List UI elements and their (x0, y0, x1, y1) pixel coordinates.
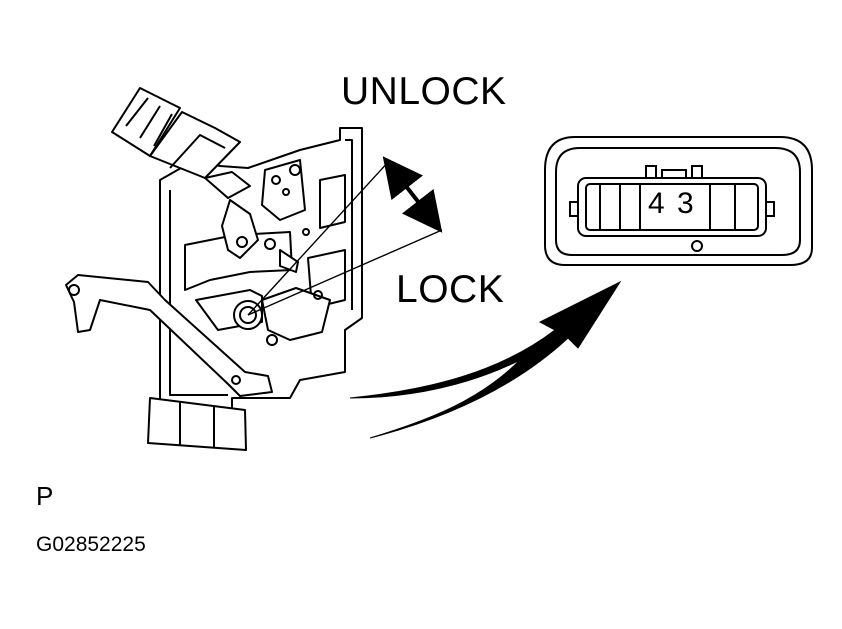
electrical-connector (111, 87, 251, 199)
curved-arrow-icon (349, 280, 622, 439)
lock-housing (159, 127, 363, 411)
double-headed-arrow-icon (382, 156, 443, 233)
connector-outer-shell (544, 136, 813, 266)
lock-lever (221, 159, 310, 273)
connector-pin-numbers: 4 3 (648, 187, 696, 220)
door-lock-assembly (65, 87, 363, 451)
lock-label: LOCK (396, 268, 505, 311)
position-mark: P (36, 481, 54, 511)
unlock-label: UNLOCK (341, 70, 507, 113)
connector-face-view (544, 136, 813, 266)
figure-code: G02852225 (36, 533, 146, 556)
connector-inner-shell (555, 147, 801, 256)
angle-indicator (247, 159, 443, 316)
bottom-bracket (147, 397, 247, 451)
operating-arm (65, 274, 273, 397)
